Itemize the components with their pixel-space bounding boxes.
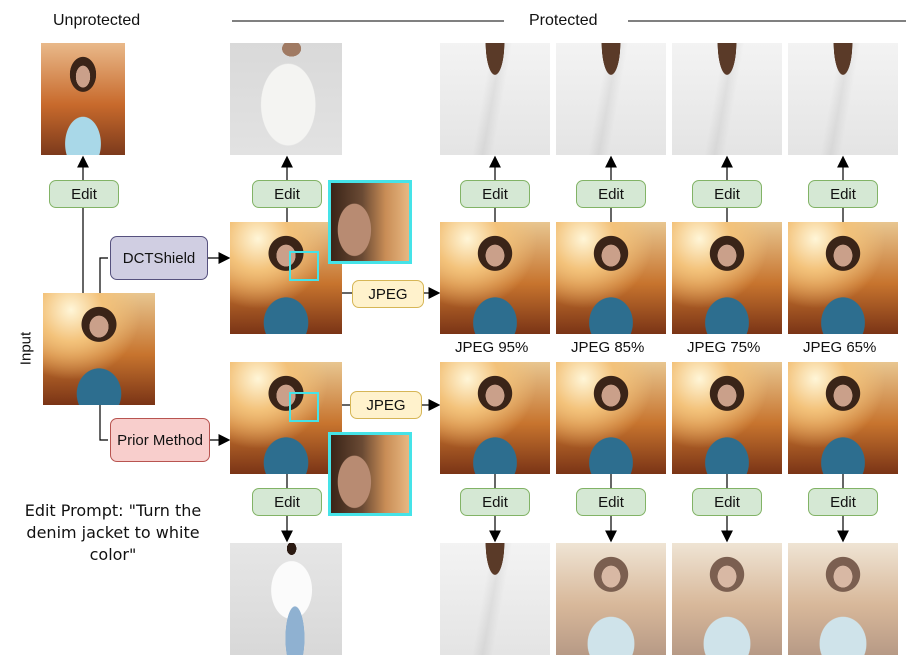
prior-jpeg95-edit	[440, 543, 550, 655]
prior-jpeg85-edit	[556, 543, 666, 655]
jpeg-box-prior: JPEG	[350, 391, 422, 419]
input-label: Input	[17, 331, 35, 366]
dctshield-jpeg75-edit	[672, 43, 782, 155]
edit-box-prior-85: Edit	[576, 488, 646, 516]
dctshield-jpeg95-edit	[440, 43, 550, 155]
quality-label-95: JPEG 95%	[455, 339, 529, 356]
dctshield-jpeg85-edit	[556, 43, 666, 155]
edit-prompt: Edit Prompt: "Turn the denim jacket to w…	[24, 501, 202, 564]
edit-box-prior: Edit	[252, 488, 322, 516]
edit-box-prior-75: Edit	[692, 488, 762, 516]
quality-label-75: JPEG 75%	[687, 339, 761, 356]
jpeg-box-dctshield: JPEG	[352, 280, 424, 308]
dctshield-edit-output	[230, 43, 342, 155]
unprotected-header: Unprotected	[53, 12, 141, 29]
dctshield-jpeg85-image	[556, 222, 666, 334]
edit-box-unprotected: Edit	[49, 180, 119, 208]
edit-box-dct-65: Edit	[808, 180, 878, 208]
prior-zoom-inset	[328, 432, 412, 516]
edit-box-dct-75: Edit	[692, 180, 762, 208]
quality-label-65: JPEG 65%	[803, 339, 877, 356]
quality-label-85: JPEG 85%	[571, 339, 645, 356]
prior-jpeg65-edit	[788, 543, 898, 655]
edit-box-prior-65: Edit	[808, 488, 878, 516]
dctshield-jpeg95-image	[440, 222, 550, 334]
edit-box-prior-95: Edit	[460, 488, 530, 516]
unprotected-output-image	[41, 43, 125, 155]
dctshield-box: DCTShield	[110, 236, 208, 280]
edit-box-dct-95: Edit	[460, 180, 530, 208]
edit-box-dct-85: Edit	[576, 180, 646, 208]
prior-jpeg75-image	[672, 362, 782, 474]
edit-box-dctshield: Edit	[252, 180, 322, 208]
dctshield-zoom-region	[289, 251, 319, 281]
prior-jpeg65-image	[788, 362, 898, 474]
prior-jpeg95-image	[440, 362, 550, 474]
dctshield-jpeg65-edit	[788, 43, 898, 155]
dctshield-jpeg75-image	[672, 222, 782, 334]
dctshield-jpeg65-image	[788, 222, 898, 334]
prior-jpeg85-image	[556, 362, 666, 474]
protected-header: Protected	[529, 12, 598, 29]
prior-method-box: Prior Method	[110, 418, 210, 462]
dctshield-protected-image	[230, 222, 342, 334]
prior-edit-output	[230, 543, 342, 655]
input-image	[43, 293, 155, 405]
prior-jpeg75-edit	[672, 543, 782, 655]
prior-protected-image	[230, 362, 342, 474]
dctshield-zoom-inset	[328, 180, 412, 264]
prior-zoom-region	[289, 392, 319, 422]
